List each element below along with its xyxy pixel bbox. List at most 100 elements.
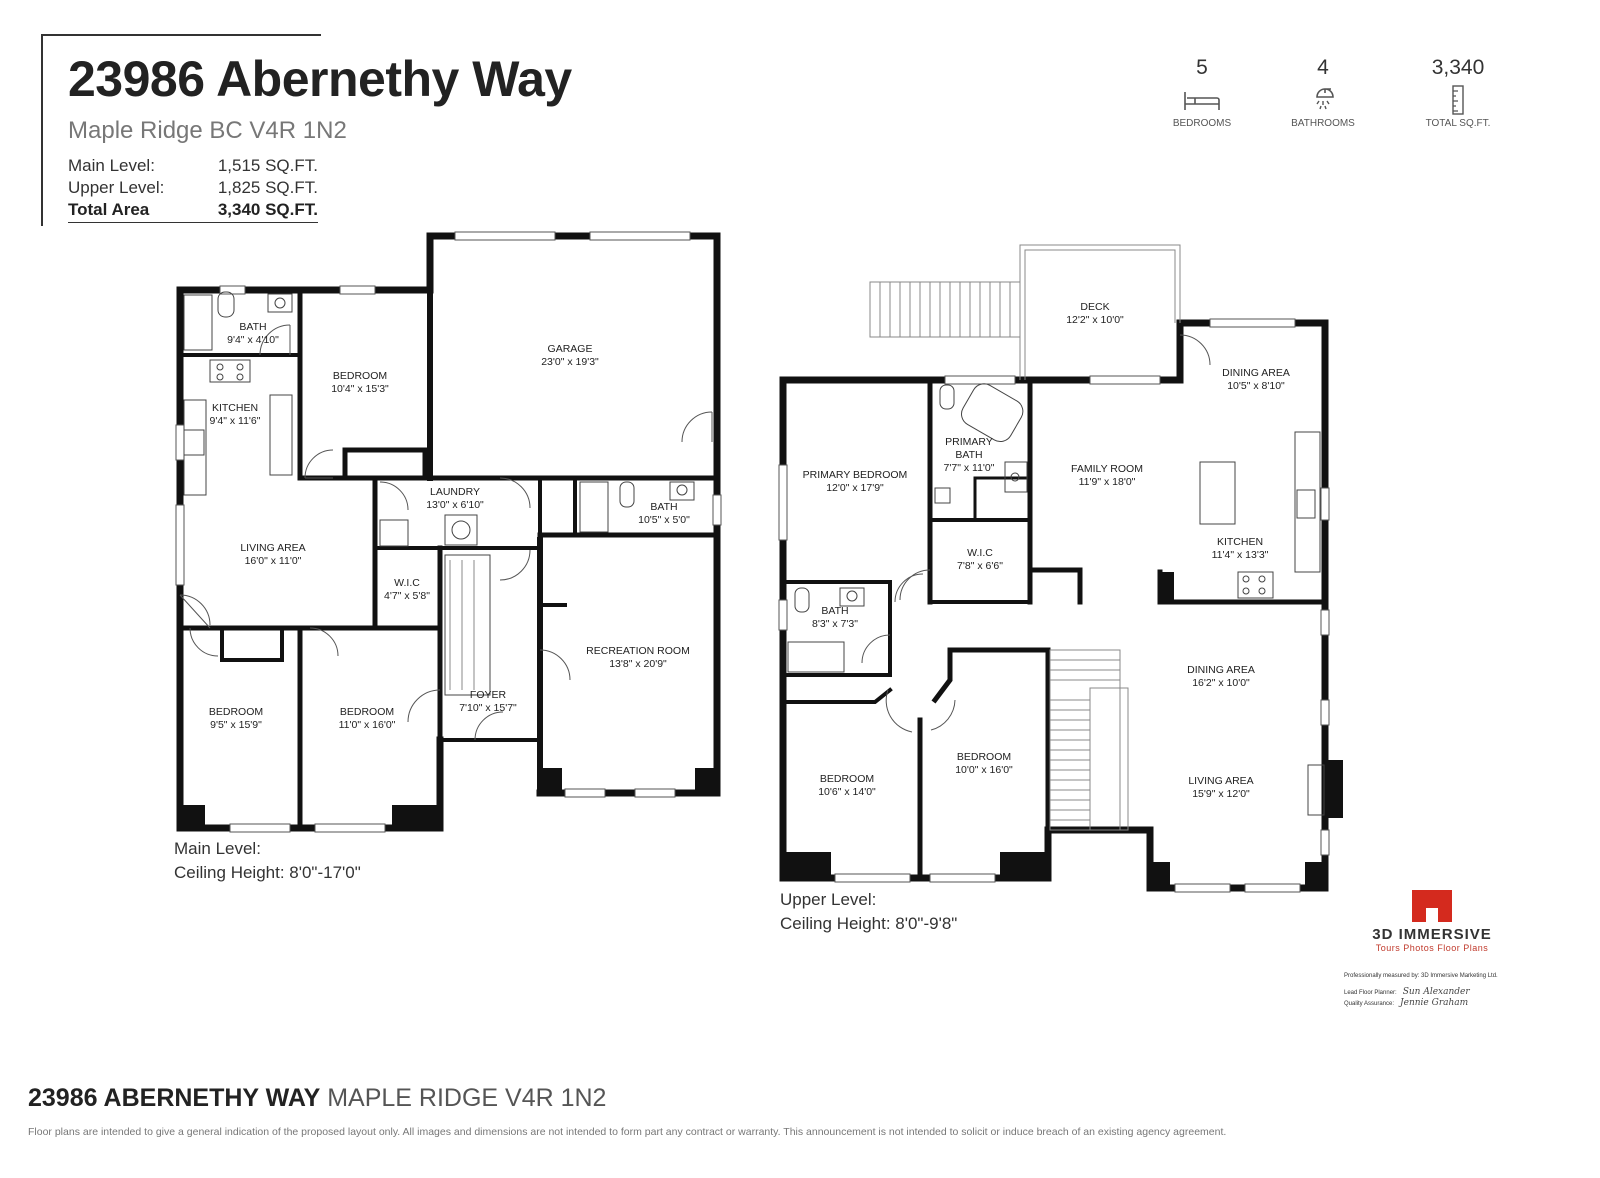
address-subtitle: Maple Ridge BC V4R 1N2 [68,117,347,144]
main-level-fixtures [183,291,695,696]
main-level-walls [176,232,721,832]
footer-city: MAPLE RIDGE V4R 1N2 [327,1084,607,1112]
qa-signature: Jennie Graham [1400,998,1469,1008]
main-level-fills [180,768,717,830]
area-row-upper: Upper Level: 1,825 SQ.FT. [68,178,318,198]
header-rule [41,34,321,36]
room-dimensions: 13'8" x 20'9" [609,658,667,670]
ceiling-height: Ceiling Height: 8'0"-17'0" [174,863,361,882]
brand-tagline: Tours Photos Floor Plans [1375,943,1489,953]
upper-level-fixtures [787,383,1325,816]
room-dimensions: 10'6" x 14'0" [818,786,876,798]
upper-level-caption: Upper Level: Ceiling Height: 8'0"-9'8" [780,888,957,936]
room-dimensions: 12'0" x 17'9" [826,482,884,494]
room-name: LIVING AREA [1188,775,1253,787]
stat-bathrooms: 4 BATHROOMS [1268,56,1378,129]
brand-name: 3D IMMERSIVE [1372,926,1492,943]
area-value: 1,515 SQ.FT. [217,156,318,175]
header-rule [41,34,43,226]
upper-level-fills [783,572,1343,889]
room-dimensions: 11'4" x 13'3" [1212,549,1269,561]
room-name: BEDROOM [957,751,1011,763]
room-dimensions: 9'5" x 15'9" [210,719,262,731]
room-dimensions: 10'5" x 8'10" [1227,380,1285,392]
stat-value: 4 [1317,56,1329,79]
room-name: BEDROOM [340,706,394,718]
room-dimensions: 8'3" x 7'3" [812,618,858,630]
room-name: FAMILY ROOM [1071,463,1143,475]
room-name: BATH [821,605,848,617]
stat-value: 5 [1196,56,1208,79]
footer-title: 23986 ABERNETHY WAY MAPLE RIDGE V4R 1N2 [28,1084,606,1113]
room-name: BEDROOM [209,706,263,718]
brand-logo [1342,888,1522,924]
room-name: W.I.C [967,547,993,559]
stat-label: BEDROOMS [1172,118,1232,129]
main-level-caption: Main Level: Ceiling Height: 8'0"-17'0" [174,837,361,885]
room-dimensions: 13'0" x 6'10" [426,499,484,511]
area-label: Main Level: [68,156,155,175]
room-dimensions: 9'4" x 11'6" [210,415,261,427]
ruler-icon [1403,85,1513,115]
area-label: Upper Level: [68,178,165,197]
room-dimensions: 15'9" x 12'0" [1192,788,1250,800]
room-name: PRIMARY BEDROOM [803,469,908,481]
bed-icon [1147,86,1257,114]
level-name: Main Level: [174,839,261,858]
room-dimensions: 9'4" x 4'10" [227,334,279,346]
room-dimensions: 10'4" x 15'3" [331,383,389,395]
room-dimensions: 10'0" x 16'0" [955,764,1013,776]
main-level-doors [179,324,713,741]
room-dimensions: 16'2" x 10'0" [1192,677,1250,689]
room-name: W.I.C [394,577,420,589]
room-dimensions: 7'7" x 11'0" [944,462,995,474]
lead-planner-label: Lead Floor Planner: [1344,990,1397,996]
room-name: PRIMARY [945,436,993,448]
room-dimensions: 11'9" x 18'0" [1079,476,1136,488]
room-name: DECK [1080,301,1109,313]
room-name: LAUNDRY [430,486,480,498]
room-name: KITCHEN [1217,536,1263,548]
shower-icon [1268,86,1378,114]
room-dimensions: 7'8" x 6'6" [957,560,1003,572]
stat-bedrooms: 5 BEDROOMS [1147,56,1257,129]
credits: Professionally measured by: 3D Immersive… [1344,968,1498,1012]
room-dimensions: 23'0" x 19'3" [541,356,599,368]
room-name: RECREATION ROOM [586,645,690,657]
brand-block: 3D IMMERSIVE Tours Photos Floor Plans [1342,888,1522,953]
room-name: BATH [650,501,677,513]
room-name: GARAGE [548,343,593,355]
area-value: 1,825 SQ.FT. [217,178,318,197]
room-dimensions: 16'0" x 11'0" [245,555,302,567]
level-name: Upper Level: [780,890,877,909]
room-dimensions: 4'7" x 5'8" [384,590,430,602]
room-dimensions: 7'10" x 15'7" [459,702,517,714]
room-name: BATH [239,321,266,333]
room-name: LIVING AREA [240,542,305,554]
room-name: BATH [955,449,982,461]
area-value: 3,340 SQ.FT. [217,200,318,219]
page-title: 23986 Abernethy Way [68,51,572,107]
room-name: DINING AREA [1187,664,1255,676]
room-name: BEDROOM [820,773,874,785]
measured-by: Professionally measured by: 3D Immersive… [1344,973,1498,979]
ceiling-height: Ceiling Height: 8'0"-9'8" [780,914,958,933]
main-level-windows [175,231,722,833]
disclaimer: Floor plans are intended to give a gener… [28,1126,1227,1138]
room-dimensions: 11'0" x 16'0" [339,719,396,731]
room-dimensions: 12'2" x 10'0" [1066,314,1124,326]
room-name: BEDROOM [333,370,387,382]
upper-level-windows [778,318,1330,893]
lead-planner-signature: Sun Alexander [1402,987,1470,997]
stat-label: BATHROOMS [1291,118,1355,129]
qa-label: Quality Assurance: [1344,1001,1395,1007]
upper-level-deck [869,244,1181,831]
stat-label: TOTAL SQ.FT. [1425,118,1491,129]
room-dimensions: 10'5" x 5'0" [638,514,690,526]
area-row-total: Total Area 3,340 SQ.FT. [68,200,318,223]
room-name: DINING AREA [1222,367,1290,379]
area-label: Total Area [68,200,150,219]
